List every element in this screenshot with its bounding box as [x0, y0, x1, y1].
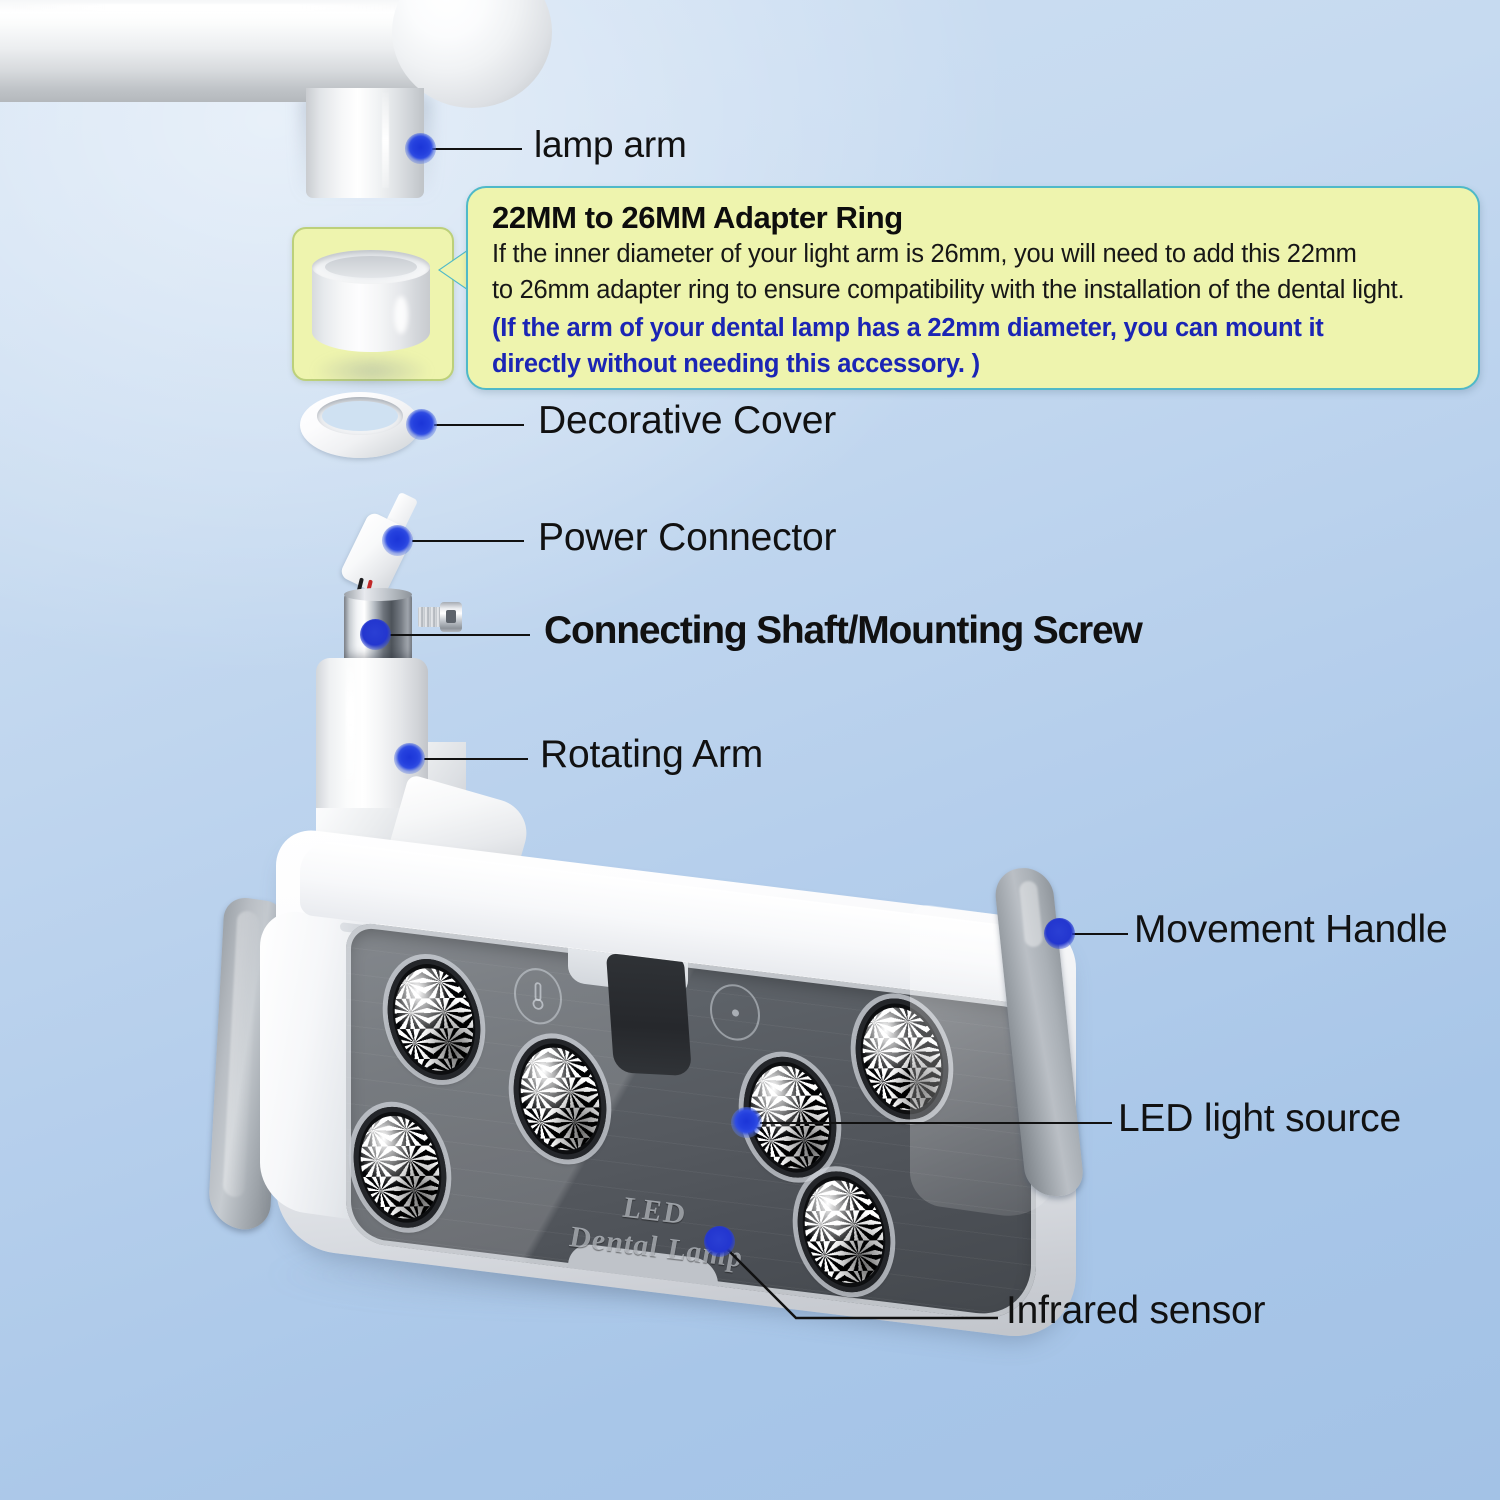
- callout-body-line-2: to 26mm adapter ring to ensure compatibi…: [492, 275, 1405, 304]
- marker-rotating-arm[interactable]: [394, 743, 425, 774]
- marker-lamp-arm[interactable]: [405, 133, 436, 164]
- leader-led-light-source: [760, 1122, 1112, 1124]
- rotating-arm-highlight: [346, 664, 355, 784]
- label-lamp-arm: lamp arm: [534, 124, 687, 165]
- leader-power-connector: [412, 540, 524, 542]
- label-movement-handle: Movement Handle: [1134, 908, 1448, 951]
- lamp-arm-tube: [0, 0, 420, 102]
- marker-led-light-source[interactable]: [731, 1107, 762, 1138]
- decorative-cover-bore: [322, 401, 398, 431]
- leader-decorative-cover: [434, 424, 524, 426]
- leader-lamp-arm: [432, 148, 522, 150]
- callout-accent-line-1: (If the arm of your dental lamp has a 22…: [492, 314, 1324, 343]
- marker-infrared-sensor[interactable]: [704, 1226, 735, 1257]
- adapter-ring-callout: 22MM to 26MM Adapter Ring If the inner d…: [466, 186, 1480, 390]
- screw-thread: [418, 607, 442, 627]
- label-rotating-arm: Rotating Arm: [540, 733, 764, 776]
- label-infrared-sensor: Infrared sensor: [1006, 1289, 1266, 1332]
- callout-accent-line-2: directly without needing this accessory.…: [492, 350, 980, 379]
- adapter-ring-shadow: [312, 352, 432, 390]
- callout-title: 22MM to 26MM Adapter Ring: [492, 200, 903, 235]
- marker-connecting-shaft[interactable]: [360, 619, 391, 650]
- leader-rotating-arm: [424, 758, 528, 760]
- lamp-arm-mount-stub: [306, 88, 424, 198]
- decorative-cover-part: [300, 392, 420, 458]
- thermometer-icon[interactable]: [514, 965, 562, 1028]
- label-power-connector: Power Connector: [538, 516, 837, 559]
- adapter-ring-highlight: [394, 296, 408, 334]
- label-decorative-cover: Decorative Cover: [538, 399, 837, 442]
- screw-hex-socket: [446, 610, 456, 623]
- lamp-head-assembly: LED Dental Lamp: [150, 825, 1160, 1345]
- marker-movement-handle[interactable]: [1044, 918, 1075, 949]
- marker-power-connector[interactable]: [382, 525, 413, 556]
- leader-movement-handle: [1072, 933, 1128, 935]
- adapter-ring-part: [312, 250, 430, 358]
- adapter-ring-bore: [325, 256, 417, 278]
- callout-body-line-1: If the inner diameter of your light arm …: [492, 239, 1357, 268]
- mounting-screw-part: [418, 602, 462, 632]
- label-connecting-shaft: Connecting Shaft/Mounting Screw: [544, 609, 1143, 652]
- label-led-light-source: LED light source: [1118, 1097, 1401, 1140]
- lamp-head-face-panel: LED Dental Lamp: [346, 920, 1036, 1326]
- infrared-sensor-window: [605, 953, 693, 1077]
- marker-decorative-cover[interactable]: [406, 409, 437, 440]
- leader-infrared-sensor: [719, 1241, 998, 1320]
- leader-connecting-shaft: [390, 634, 530, 636]
